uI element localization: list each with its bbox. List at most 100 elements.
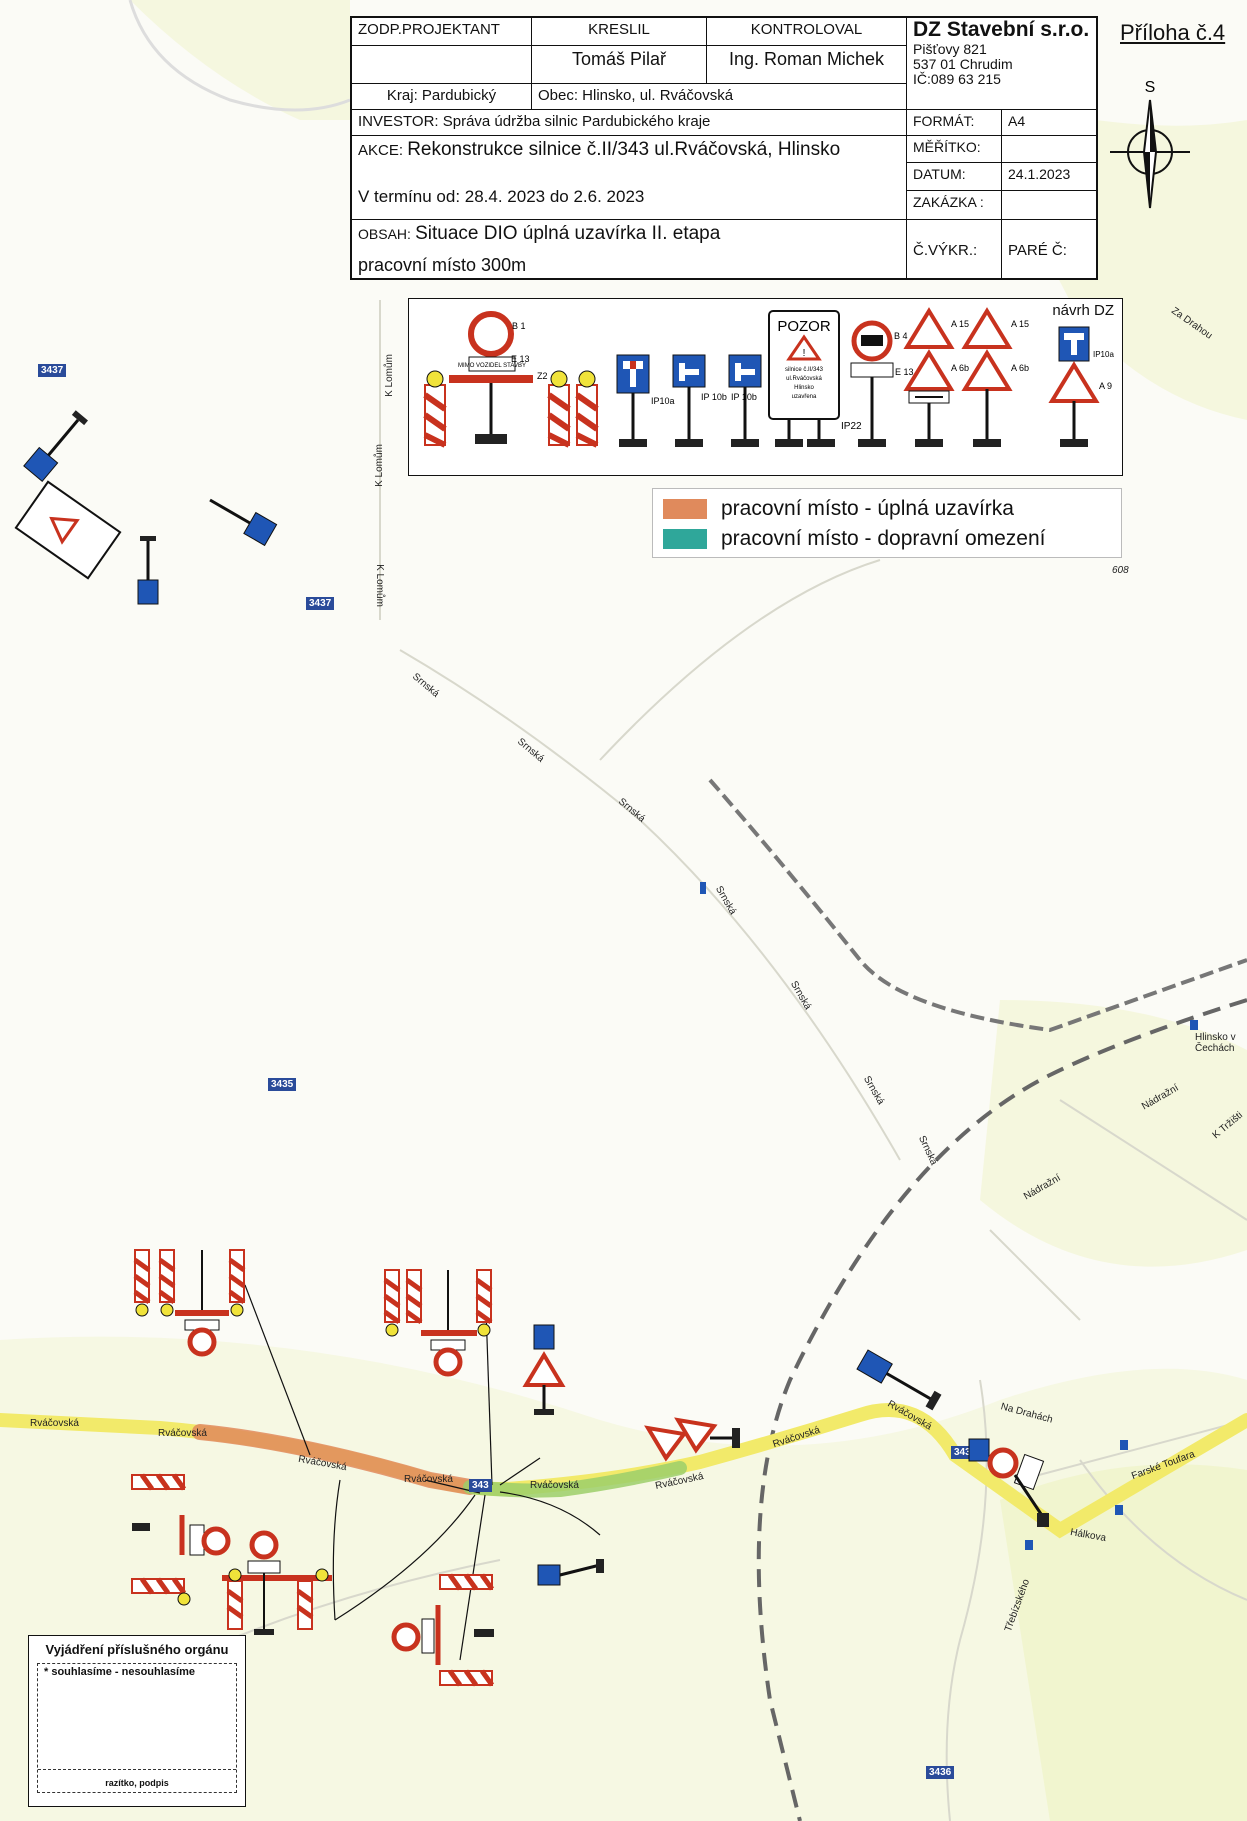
legend-code-e13b: E 13 (895, 367, 914, 377)
pozor-line-1: silnice č.II/343 (785, 367, 824, 373)
road-label-2: Rváčovská (158, 1428, 207, 1439)
title-block: ZODP.PROJEKTANT KRESLIL KONTROLOVAL Tomá… (350, 16, 1098, 280)
kontroloval-label: KONTROLOVAL (707, 18, 907, 46)
poi-marker-5 (1190, 1020, 1198, 1030)
zodp-projektant: ZODP.PROJEKTANT (352, 18, 532, 46)
poi-marker-4 (700, 882, 706, 894)
north-letter: S (1145, 80, 1156, 96)
main-road (0, 1403, 1247, 1539)
contour (128, 0, 351, 112)
railway (708, 778, 1247, 1821)
barrier-cluster-2 (383, 1269, 493, 1377)
akce-block: AKCE: Rekonstrukce silnice č.II/343 ul.R… (352, 136, 907, 220)
road-label-5: Rváčovská (530, 1480, 579, 1491)
legend-code-ip10a: IP10a (651, 396, 675, 406)
color-legend: pracovní místo - úplná uzavírka pracovní… (652, 488, 1122, 558)
swatch-closure (663, 499, 707, 519)
legend-e13-text: MIMO VOZIDEL STAVBY (458, 363, 526, 369)
poi-marker-3 (1115, 1505, 1123, 1515)
kontroloval-name: Ing. Roman Michek (707, 46, 907, 84)
spot-height: 608 (1112, 565, 1129, 576)
legend-code-a9: A 9 (1099, 381, 1112, 391)
zakazka-label: ZAKÁZKA : (907, 191, 1002, 220)
legend-code-z2: Z2 (537, 371, 548, 381)
legend-row-restriction: pracovní místo - dopravní omezení (663, 527, 1046, 551)
format-label: FORMÁT: (907, 110, 1002, 136)
approval-title: Vyjádření příslušného orgánu (45, 1642, 229, 1657)
obsah-block: OBSAH: Situace DIO úplná uzavírka II. et… (352, 220, 907, 278)
approval-signature-line (38, 1769, 236, 1770)
barrier-cluster-4 (222, 1530, 332, 1635)
ip22-sign: POZOR ! silnice č.II/343 ul.Rváčovská Hl… (768, 310, 862, 447)
kreslil-label: KRESLIL (532, 18, 707, 46)
svg-text:!: ! (803, 348, 806, 359)
legend-restriction-label: pracovní místo - dopravní omezení (721, 527, 1046, 550)
approval-inner: * souhlasíme - nesouhlasíme razítko, pod… (37, 1663, 237, 1793)
legend-code-ip10a-2: IP10a (1093, 350, 1114, 359)
closure-section (192, 1424, 478, 1495)
obec: Obec: Hlinsko, ul. Rváčovská (532, 84, 907, 110)
road-number-3437-b: 3437 (306, 597, 335, 610)
z2-boards: Z2 (423, 370, 599, 448)
ip10b-sign-1: IP 10b (672, 354, 727, 447)
placed-sign-ip10b-top (23, 410, 88, 483)
barrier-cluster-3 (131, 1473, 231, 1606)
compass-rose: S (1110, 80, 1190, 209)
ip10a-sign: IP10a (616, 354, 675, 447)
legend-title: návrh DZ (1052, 302, 1114, 319)
placed-ip10a-bottom (537, 1559, 604, 1586)
placed-sign-pozor (14, 480, 122, 580)
approval-options: * souhlasíme - nesouhlasíme (44, 1666, 195, 1678)
kraj: Kraj: Pardubický (352, 84, 532, 110)
termin: V termínu od: 28.4. 2023 do 2.6. 2023 (358, 187, 645, 206)
b1-sign-group: MIMO VOZIDEL STAVBY B 1 E 13 (449, 311, 533, 444)
poi-marker-2 (1025, 1540, 1033, 1550)
zakazka-value (1002, 191, 1096, 220)
cvykr-label: Č.VÝKR.: (907, 220, 1002, 278)
placed-a15-pair (644, 1417, 740, 1462)
road-number-3436: 3436 (926, 1766, 955, 1779)
poi-marker-1 (1120, 1440, 1128, 1450)
barrier-cluster-1 (133, 1249, 246, 1357)
format-value: A4 (1002, 110, 1096, 136)
meritko-label: MĚŘÍTKO: (907, 136, 1002, 163)
company-ic: IČ:089 63 215 (913, 71, 1001, 87)
legend-code-a6b-2: A 6b (1011, 363, 1029, 373)
investor: INVESTOR: Správa údržba silnic Pardubick… (352, 110, 907, 136)
obsah-label: OBSAH: (358, 226, 411, 242)
swatch-restriction (663, 529, 707, 549)
placed-ip10b-right (856, 1349, 942, 1411)
pozor-line-3: Hlinsko (794, 385, 814, 391)
pozor-line-4: uzavřena (792, 394, 817, 400)
placed-ip10a-a9 (522, 1324, 566, 1415)
company-name: DZ Stavební s.r.o. (913, 18, 1090, 41)
legend-code-ip22: IP22 (841, 421, 862, 432)
road-number-343-a: 343 (469, 1479, 492, 1492)
road-label-4: Rváčovská (404, 1474, 453, 1485)
road-number-343-b: 343 (951, 1446, 974, 1459)
b4-sign-group: B 4 E 13 (850, 320, 914, 447)
company-address-2: 537 01 Chrudim (913, 56, 1013, 72)
legend-code-ip10b-2: IP 10b (731, 392, 757, 402)
obsah-value-2: pracovní místo 300m (358, 255, 527, 275)
legend-code-a15-2: A 15 (1011, 319, 1029, 329)
legend-pozor-title: POZOR (777, 318, 831, 335)
approval-sign-label: razítko, podpis (105, 1778, 169, 1788)
a15-a6b-group-1: A 15 A 6b (903, 307, 969, 447)
placed-b1-right (968, 1438, 1049, 1527)
meritko-value (1002, 136, 1096, 163)
kreslil-name: Tomáš Pilař (532, 46, 707, 84)
empty-cell (352, 46, 532, 84)
company-block: DZ Stavební s.r.o. Pišťovy 821 537 01 Ch… (907, 18, 1096, 110)
legend-code-a15-1: A 15 (951, 319, 969, 329)
road-number-3435: 3435 (268, 1078, 297, 1091)
legend-row-closure: pracovní místo - úplná uzavírka (663, 497, 1014, 521)
road-label-1: Rváčovská (30, 1418, 79, 1429)
legend-signs: MIMO VOZIDEL STAVBY B 1 E 13 Z2 (423, 307, 1114, 448)
legend-code-b1: B 1 (512, 321, 526, 331)
attachment-label: Příloha č.4 (1120, 20, 1226, 45)
company-address-1: Pišťovy 821 (913, 41, 987, 57)
akce-value: Rekonstrukce silnice č.II/343 ul.Rváčovs… (407, 139, 841, 160)
